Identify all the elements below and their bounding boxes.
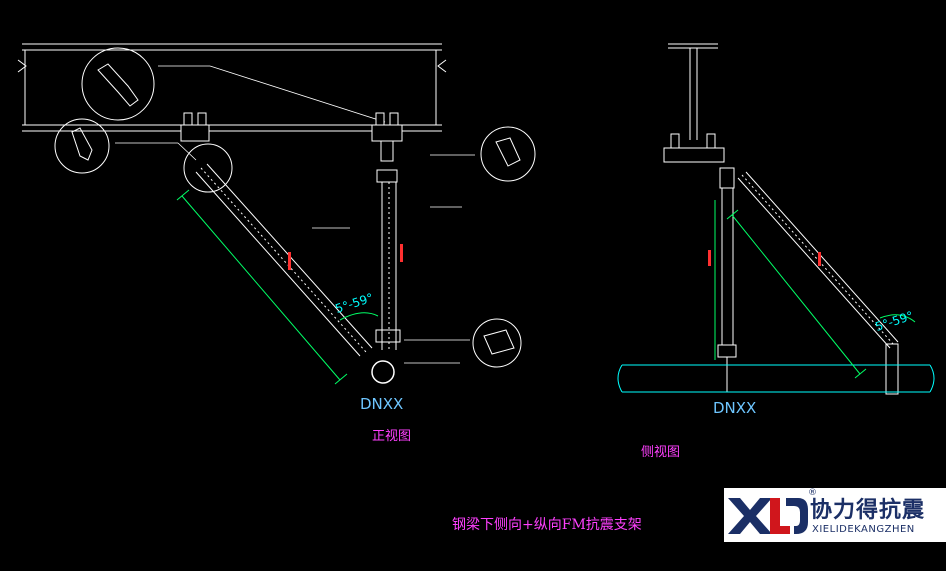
front-dimension-line xyxy=(176,189,348,385)
front-red-marks xyxy=(288,244,403,270)
front-angle-label: 5°-59° xyxy=(333,291,375,316)
side-red-marks xyxy=(708,250,821,266)
front-view-title: 正视图 xyxy=(372,429,412,444)
front-pipe xyxy=(371,360,395,384)
logo-name-en: XIELIDEKANGZHEN xyxy=(812,524,915,535)
side-view-title: 侧视图 xyxy=(641,445,681,460)
side-dimension-lines xyxy=(714,200,916,379)
side-pipe-label: DNXX xyxy=(713,399,757,417)
xld-mark-icon xyxy=(728,498,808,534)
detail-callouts xyxy=(54,47,536,368)
side-pipe xyxy=(617,364,935,393)
drawing-caption: 钢梁下侧向+纵向FM抗震支架 xyxy=(452,517,642,533)
side-beam-tee xyxy=(663,43,725,163)
registered-mark: ® xyxy=(808,488,817,498)
front-vertical-rod xyxy=(375,140,401,350)
beam-clamps xyxy=(180,112,403,142)
leader-lines xyxy=(115,65,475,364)
logo-name-cn: 协力得抗震 xyxy=(810,498,926,523)
side-vertical-rod xyxy=(717,167,737,392)
company-logo: ® 协力得抗震 XIELIDEKANGZHEN xyxy=(724,488,946,542)
front-pipe-label: DNXX xyxy=(360,395,404,413)
side-angle-label: 5°-59° xyxy=(873,309,915,334)
side-diagonal-brace xyxy=(737,171,899,395)
front-diagonal-brace xyxy=(195,163,373,357)
front-angle-arc xyxy=(339,312,379,321)
